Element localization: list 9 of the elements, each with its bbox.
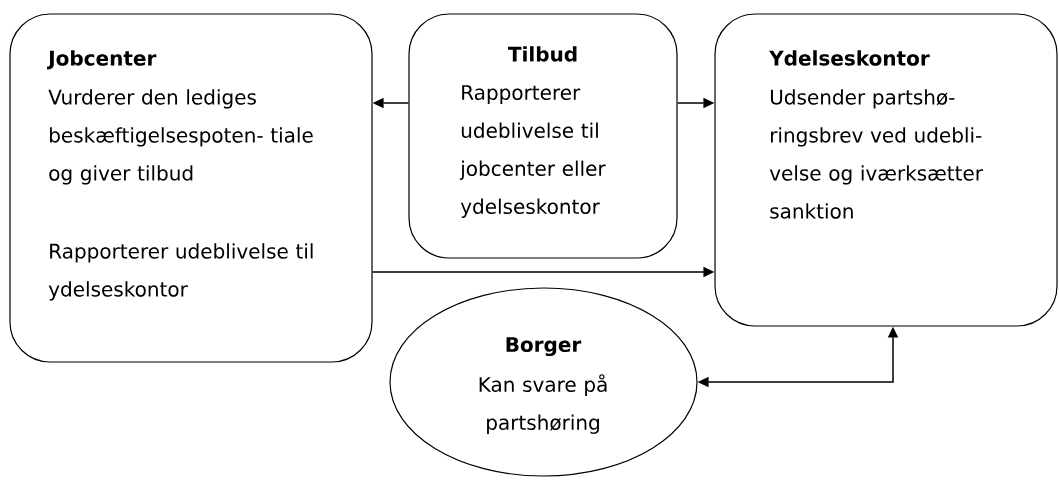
heading: Jobcenter — [47, 50, 157, 70]
description: Vurderer den lediges beskæftigelsespoten- tiale og giver tilbud — [48, 89, 313, 185]
heading: Borger — [506, 337, 582, 357]
heading: Tilbud — [508, 46, 577, 62]
description: Udsender partshø- ringsbrev ved udebli- velse og iværksætter sanktion — [769, 89, 983, 219]
description: Rapporterer udeblivelse til jobcenter eller ydelseskontor — [459, 85, 606, 218]
description: Kan svare på partshøring — [479, 374, 607, 434]
heading: Ydelseskontor — [769, 50, 930, 66]
description: Rapporterer udeblivelse til ydelseskontor — [48, 243, 313, 301]
